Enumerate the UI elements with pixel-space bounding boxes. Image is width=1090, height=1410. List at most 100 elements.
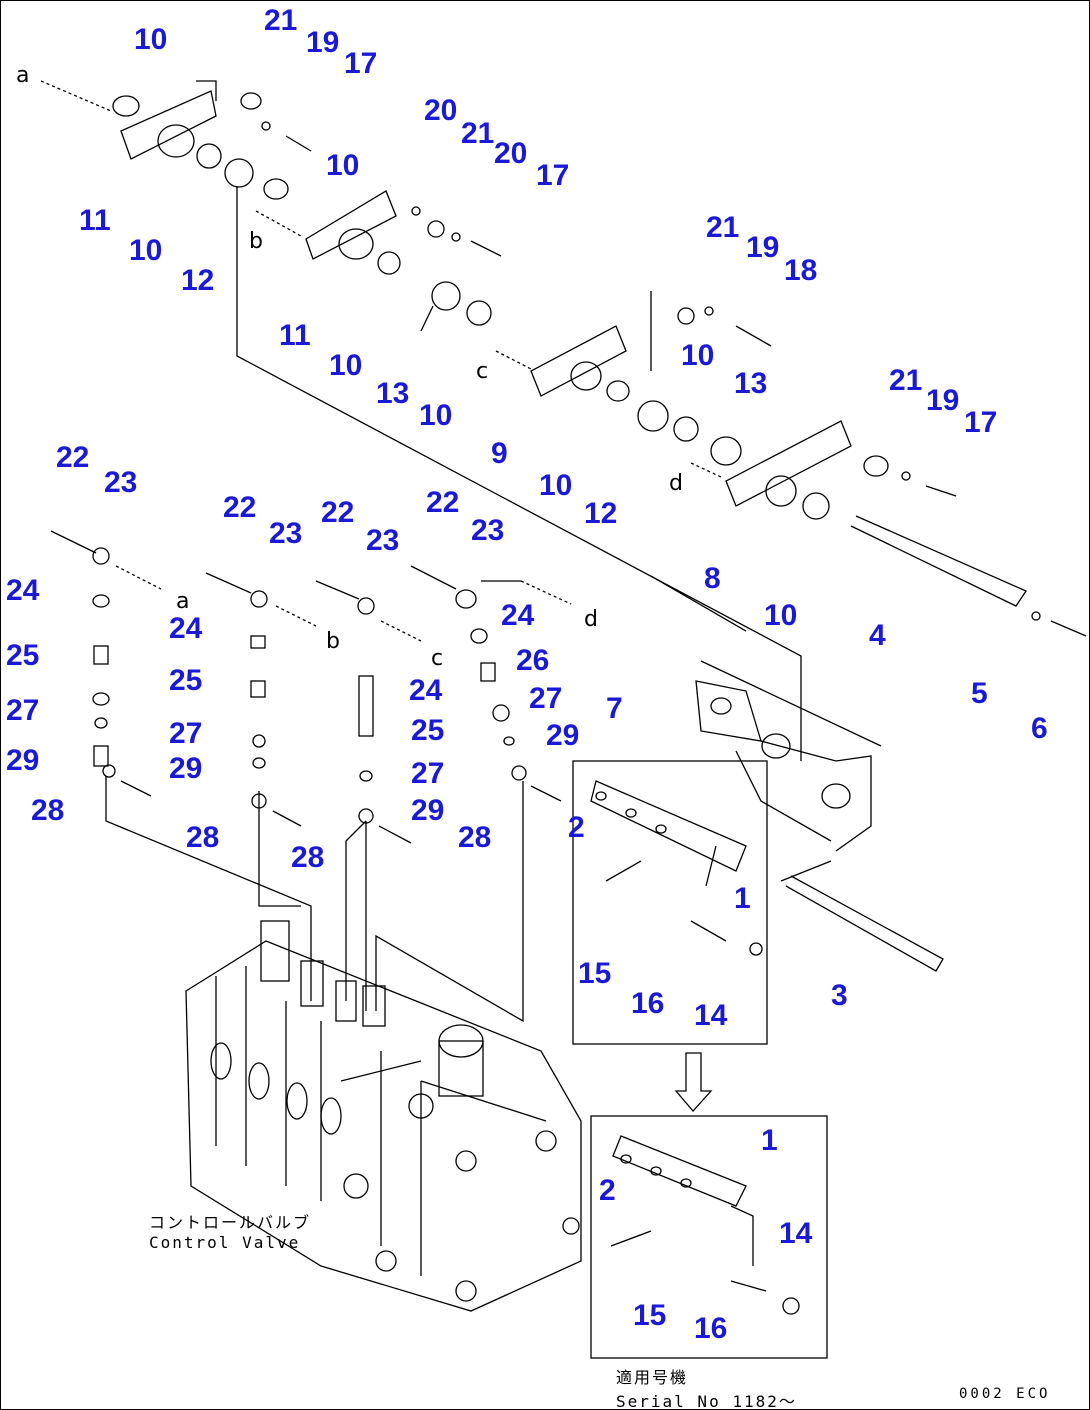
callout-2: 2 [568,811,585,844]
callout-29: 29 [6,744,40,777]
linkage-4 [725,420,957,520]
callout-3: 3 [831,979,848,1012]
detail-box-2 [590,1115,828,1359]
callout-23: 23 [366,524,400,557]
callout-6: 6 [1031,712,1048,745]
direction-arrows [40,80,722,642]
callout-8: 8 [704,562,721,595]
callout-1: 1 [761,1124,778,1157]
callout-7: 7 [606,692,623,725]
callout-10: 10 [134,23,168,56]
arrow-label-a-2: a [176,589,190,614]
control-valve-label-jp: コントロールバルブ [149,1213,312,1232]
callout-26: 26 [516,644,550,677]
callout-25: 25 [411,714,445,747]
callout-27: 27 [6,694,40,727]
connection-lines [105,186,802,1023]
callout-2: 2 [599,1174,616,1207]
callout-10: 10 [539,469,573,502]
callout-24: 24 [501,599,535,632]
linkage-3 [530,291,772,466]
linkage-1 [112,80,312,188]
callout-10: 10 [681,339,715,372]
callout-28: 28 [458,821,492,854]
callout-10: 10 [329,349,363,382]
bracket-7 [695,660,882,852]
control-valve-label-en: Control Valve [149,1233,301,1252]
callout-14: 14 [694,999,728,1032]
transition-arrow [674,1052,713,1112]
callout-10: 10 [764,599,798,632]
callout-17: 17 [536,159,570,192]
callout-21: 21 [461,117,495,150]
arrow-label-d: d [669,471,683,496]
callout-22: 22 [321,496,355,529]
callout-12: 12 [584,497,618,530]
drawing-code: 0002 ECO [959,1386,1051,1402]
callout-25: 25 [6,639,40,672]
callout-22: 22 [426,486,460,519]
callout-19: 19 [306,26,340,59]
callout-27: 27 [169,717,203,750]
callout-28: 28 [186,821,220,854]
callout-24: 24 [169,612,203,645]
callout-18: 18 [784,254,818,287]
serial-label-jp: 適用号機 [616,1368,689,1387]
callout-29: 29 [411,794,445,827]
rods [780,515,1087,972]
callout-12: 12 [181,264,215,297]
detail-box-1 [572,760,768,1045]
arrow-label-c-2: c [431,646,444,671]
control-valve [185,920,582,1312]
callout-16: 16 [694,1312,728,1345]
callout-10: 10 [129,234,163,267]
callout-14: 14 [779,1217,813,1250]
arrow-label-b: b [249,229,263,254]
callout-19: 19 [926,384,960,417]
callout-15: 15 [578,957,612,990]
callout-20: 20 [494,137,528,170]
callout-27: 27 [411,757,445,790]
callout-28: 28 [31,794,65,827]
callout-1: 1 [734,882,751,915]
callout-20: 20 [424,94,458,127]
serial-label-en: Serial No 1182～ [616,1392,797,1410]
callout-9: 9 [491,437,508,470]
linkage-2 [263,178,502,332]
callout-10: 10 [419,399,453,432]
callout-21: 21 [889,364,923,397]
spool-groups [50,530,562,844]
callout-13: 13 [734,367,768,400]
callout-23: 23 [471,514,505,547]
callout-22: 22 [56,441,90,474]
callout-28: 28 [291,841,325,874]
callout-27: 27 [529,682,563,715]
callout-15: 15 [633,1299,667,1332]
callout-17: 17 [344,47,378,80]
arrow-label-a: a [16,63,30,88]
callout-21: 21 [264,4,298,37]
callout-24: 24 [6,574,40,607]
arrow-label-b-2: b [326,629,340,654]
callout-5: 5 [971,677,988,710]
callout-29: 29 [169,752,203,785]
callout-10: 10 [326,149,360,182]
callout-23: 23 [104,466,138,499]
callout-11: 11 [279,319,311,352]
callout-4: 4 [869,619,886,652]
callout-16: 16 [631,987,665,1020]
callout-17: 17 [964,406,998,439]
callout-13: 13 [376,377,410,410]
callout-29: 29 [546,719,580,752]
callout-21: 21 [706,211,740,244]
arrow-label-c: c [476,359,489,384]
callout-22: 22 [223,491,257,524]
callout-19: 19 [746,231,780,264]
callout-11: 11 [79,204,111,237]
callout-23: 23 [269,517,303,550]
callout-25: 25 [169,664,203,697]
arrow-label-d-2: d [584,607,598,632]
callout-24: 24 [409,674,443,707]
